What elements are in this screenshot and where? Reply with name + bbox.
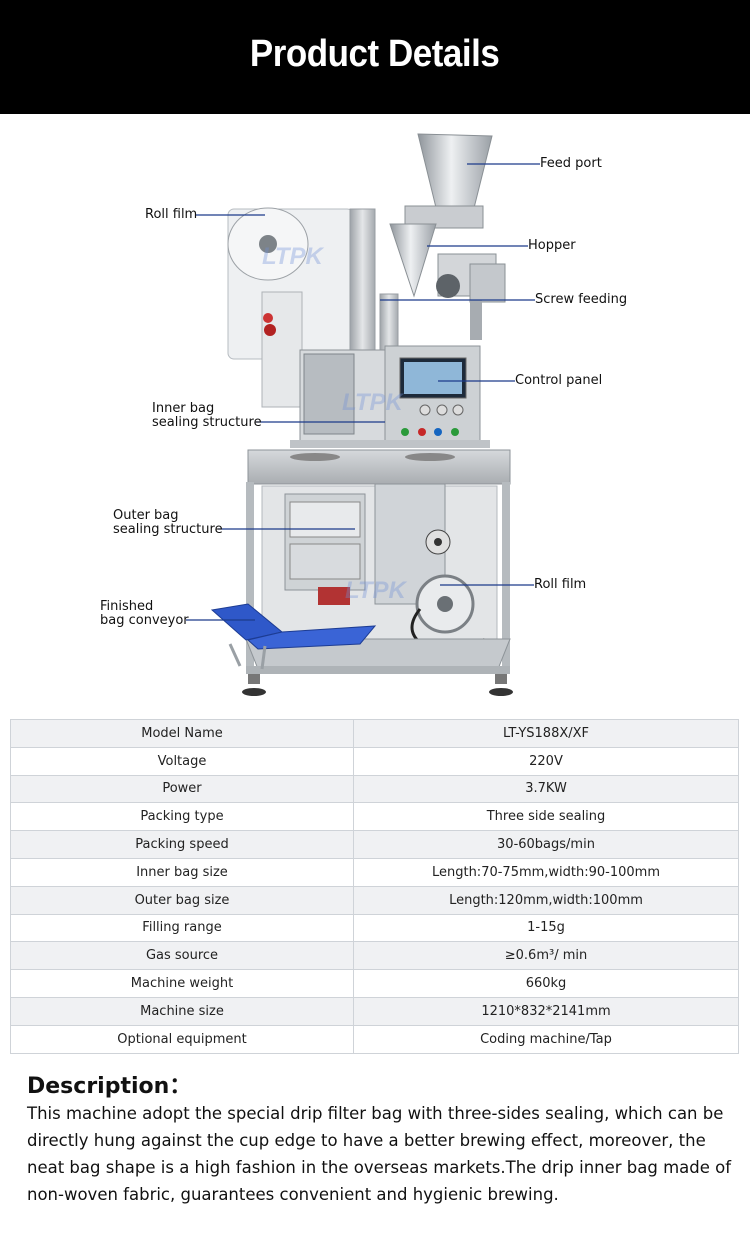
description-body: This machine adopt the special drip filt… — [27, 1104, 732, 1204]
spec-value: 1210*832*2141mm — [353, 996, 739, 1026]
svg-text:LTPK: LTPK — [262, 243, 325, 270]
leader-lines — [186, 163, 540, 621]
spec-name: Voltage — [10, 746, 354, 776]
description-title: Description： — [27, 1074, 192, 1099]
machine-diagram: LTPK LTPK LTPK Feed port Roll film Hoppe… — [0, 114, 750, 714]
watermark-logo: LTPK LTPK LTPK — [262, 243, 408, 604]
label-inner-bag-line2: sealing structure — [152, 415, 262, 430]
svg-text:LTPK: LTPK — [342, 389, 405, 416]
label-finished-bag-conveyor: Finished bag conveyor — [100, 600, 189, 628]
spec-value: ≥0.6m³/ min — [353, 941, 739, 971]
svg-text:LTPK: LTPK — [345, 577, 408, 604]
label-outer-bag-sealing: Outer bag sealing structure — [113, 509, 223, 537]
spec-name: Machine weight — [10, 969, 354, 998]
spec-value: Length:120mm,width:100mm — [353, 885, 739, 915]
label-roll-film-bottom: Roll film — [534, 577, 587, 592]
spec-name: Power — [10, 774, 354, 804]
spec-value: 220V — [353, 746, 739, 776]
label-outer-bag-line1: Outer bag — [113, 508, 179, 523]
label-screw-feeding: Screw feeding — [535, 292, 628, 307]
spec-name: Machine size — [10, 996, 354, 1026]
label-hopper: Hopper — [528, 238, 576, 253]
spec-value: 660kg — [353, 969, 739, 998]
header-banner: Product Details — [0, 0, 750, 114]
spec-name: Filling range — [10, 913, 354, 943]
label-inner-bag-sealing: Inner bag sealing structure — [152, 402, 262, 430]
spec-value: 3.7KW — [353, 774, 739, 804]
spec-name: Optional equipment — [10, 1024, 354, 1054]
spec-value: Length:70-75mm,width:90-100mm — [353, 857, 739, 887]
main-frame — [242, 449, 513, 696]
spec-value: Three side sealing — [353, 802, 739, 832]
label-inner-bag-line1: Inner bag — [152, 401, 215, 416]
table-row: Gas source≥0.6m³/ min — [10, 941, 739, 971]
label-outer-bag-line2: sealing structure — [113, 522, 223, 537]
label-feed-port: Feed port — [540, 156, 602, 171]
upper-cabinet — [290, 345, 490, 448]
spec-name: Gas source — [10, 941, 354, 971]
finished-bag-conveyor — [210, 603, 377, 670]
machine-illustration: LTPK LTPK LTPK — [186, 133, 540, 696]
spec-name: Packing speed — [10, 830, 354, 859]
label-finished-line2: bag conveyor — [100, 613, 189, 628]
label-roll-film-top: Roll film — [145, 207, 198, 222]
hopper-assembly — [389, 133, 506, 340]
spec-value: 30-60bags/min — [353, 830, 739, 859]
label-finished-line1: Finished — [100, 599, 154, 614]
spec-name: Model Name — [10, 719, 354, 748]
label-control-panel: Control panel — [515, 373, 603, 388]
spec-name: Inner bag size — [10, 857, 354, 887]
spec-value: LT-YS188X/XF — [353, 719, 739, 748]
spec-name: Packing type — [10, 802, 354, 832]
spec-name: Outer bag size — [10, 885, 354, 915]
spec-value: 1-15g — [353, 913, 739, 943]
spec-value: Coding machine/Tap — [353, 1024, 739, 1054]
page-title: Product Details — [250, 32, 500, 75]
